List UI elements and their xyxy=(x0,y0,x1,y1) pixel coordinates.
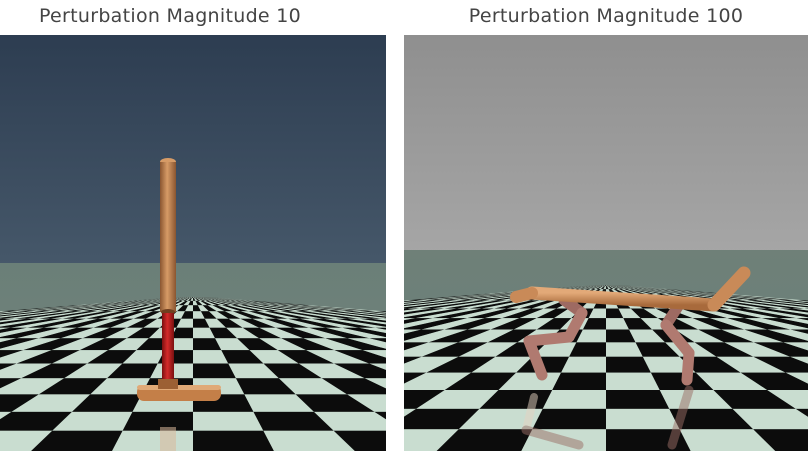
panel-title-left: Perturbation Magnitude 10 xyxy=(38,5,302,27)
hopper-scene-image xyxy=(0,35,386,451)
half-cheetah-robot xyxy=(510,266,751,386)
hopper-robot xyxy=(137,158,221,401)
panel-title-right: Perturbation Magnitude 100 xyxy=(468,5,744,27)
robot-reflection xyxy=(521,385,694,450)
checkered-floor xyxy=(404,250,808,451)
checkered-floor xyxy=(0,263,386,451)
sky xyxy=(404,35,808,255)
hopper-scene xyxy=(0,35,386,451)
robot-reflection xyxy=(160,427,176,451)
sky xyxy=(0,35,386,267)
cheetah-scene xyxy=(404,35,808,451)
cheetah-scene-image xyxy=(404,35,808,451)
